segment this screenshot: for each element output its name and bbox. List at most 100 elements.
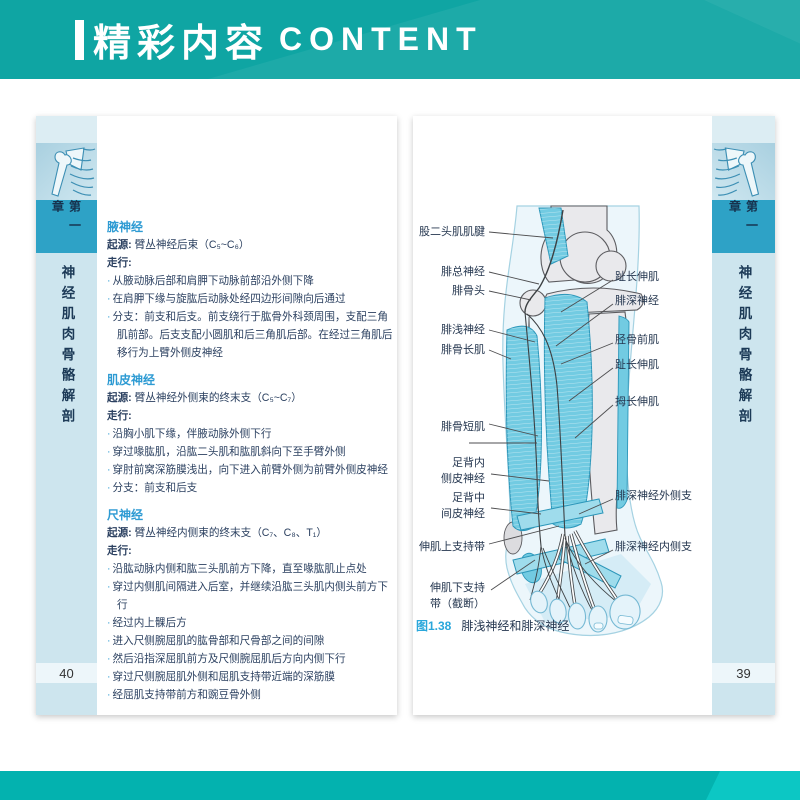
nerve-section: 尺神经起源: 臂丛神经内侧束的终末支（C₇、C₈、T₁）走行:·沿肱动脉内侧和肱… bbox=[107, 506, 393, 704]
bullet-item: ·穿肘前窝深筋膜浅出，向下进入前臂外侧为前臂外侧皮神经 bbox=[107, 461, 393, 479]
figure-label: 股二头肌肌腱 bbox=[419, 226, 485, 238]
chapter-tab: 第一章 bbox=[36, 200, 97, 253]
bullet-marker: · bbox=[107, 653, 111, 665]
footer-band bbox=[0, 771, 800, 800]
figure-label: 足背内 侧皮神经 bbox=[441, 457, 485, 485]
bullet-marker: · bbox=[107, 464, 111, 476]
nerve-section: 肌皮神经起源: 臂丛神经外侧束的终末支（C₅~C₇）走行:·沿胸小肌下缘，伴腋动… bbox=[107, 371, 393, 497]
bullet-text: 穿过内侧肌间隔进入后室，并继续沿肱三头肌内侧头前方下行 bbox=[112, 581, 388, 611]
banner-title-chinese: 精彩内容 bbox=[93, 23, 270, 65]
bullet-text: 分支：前支和后支。前支绕行于肱骨外科颈周围，支配三角肌前部。后支支配小圆肌和后三… bbox=[112, 311, 393, 359]
bullet-marker: · bbox=[107, 689, 111, 701]
bullet-text: 经屈肌支持带前方和豌豆骨外侧 bbox=[112, 689, 261, 701]
bullet-item: ·然后沿指深屈肌前方及尺侧腕屈肌后方向内侧下行 bbox=[107, 650, 393, 668]
bullet-item: ·分支：前支和后支 bbox=[107, 479, 393, 497]
bullet-text: 在肩胛下缘与旋肱后动脉处经四边形间隙向后通过 bbox=[112, 293, 346, 305]
bullet-item: ·沿肱动脉内侧和肱三头肌前方下降，直至喙肱肌止点处 bbox=[107, 560, 393, 578]
bullet-text: 沿胸小肌下缘，伴腋动脉外侧下行 bbox=[112, 428, 272, 440]
bullet-item: ·穿过喙肱肌，沿肱二头肌和肱肌斜向下至手臂外侧 bbox=[107, 443, 393, 461]
figure-label: 腓骨短肌 bbox=[441, 421, 485, 433]
origin-text: 臂丛神经后束（C₅~C₆） bbox=[134, 239, 250, 251]
origin-line: 起源: 臂丛神经后束（C₅~C₆） bbox=[107, 236, 393, 254]
figure-label: 腓骨头 bbox=[452, 285, 485, 297]
figure-label: 腓总神经 bbox=[441, 266, 485, 278]
chapter-number: 第一章 bbox=[727, 200, 759, 238]
origin-line: 起源: 臂丛神经内侧束的终末支（C₇、C₈、T₁） bbox=[107, 524, 393, 542]
origin-line: 起源: 臂丛神经外侧束的终末支（C₅~C₇） bbox=[107, 389, 393, 407]
footer-band-accent bbox=[706, 771, 800, 800]
bullet-item: ·在肩胛下缘与旋肱后动脉处经四边形间隙向后通过 bbox=[107, 290, 393, 308]
bullet-marker: · bbox=[107, 563, 111, 575]
skeleton-illustration bbox=[712, 143, 775, 200]
bullet-text: 进入尺侧腕屈肌的肱骨部和尺骨部之间的间隙 bbox=[112, 635, 325, 647]
figure-label: 足背中 间皮神经 bbox=[441, 492, 485, 520]
bullet-text: 穿肘前窝深筋膜浅出，向下进入前臂外侧为前臂外侧皮神经 bbox=[112, 464, 388, 476]
bullet-item: ·穿过尺侧腕屈肌外侧和屈肌支持带近端的深筋膜 bbox=[107, 668, 393, 686]
book-page-left: 第一章 神经肌肉骨骼解剖 40 腋神经起源: 臂丛神经后束（C₅~C₆） 走行: ·… bbox=[36, 116, 397, 715]
page-number-left: 40 bbox=[36, 663, 97, 683]
bullet-marker: · bbox=[107, 275, 111, 287]
course-label: 走行: bbox=[107, 410, 132, 422]
bullet-item: ·分支：前支和后支。前支绕行于肱骨外科颈周围，支配三角肌前部。后支支配小圆肌和后… bbox=[107, 308, 393, 362]
sections: 腋神经起源: 臂丛神经后束（C₅~C₆） 走行: ·从腋动脉后部和肩胛下动脉前部沿外… bbox=[107, 218, 393, 704]
bullet-text: 分支：前支和后支 bbox=[112, 482, 198, 494]
section-heading: 肌皮神经 bbox=[107, 373, 156, 387]
book-page-right: 股二头肌肌腱腓总神经腓骨头腓浅神经腓骨长肌腓骨短肌足背内 侧皮神经足背中 间皮神… bbox=[413, 116, 775, 715]
section-heading: 尺神经 bbox=[107, 508, 144, 522]
figure-caption-text: 腓浅神经和腓深神经 bbox=[461, 619, 570, 633]
course-bullets: ·沿胸小肌下缘，伴腋动脉外侧下行·穿过喙肱肌，沿肱二头肌和肱肌斜向下至手臂外侧·… bbox=[107, 425, 393, 497]
origin-text: 臂丛神经外侧束的终末支（C₅~C₇） bbox=[134, 392, 302, 404]
bullet-marker: · bbox=[107, 581, 111, 593]
figure-label: 伸肌下支持 带（截断） bbox=[430, 582, 485, 610]
course-bullets: ·沿肱动脉内侧和肱三头肌前方下降，直至喙肱肌止点处·穿过内侧肌间隔进入后室，并继… bbox=[107, 560, 393, 704]
nerve-section: 腋神经起源: 臂丛神经后束（C₅~C₆）走行:·从腋动脉后部和肩胛下动脉前部沿外… bbox=[107, 218, 393, 362]
course-line: 走行: bbox=[107, 542, 393, 560]
figure-number: 图1.38 bbox=[416, 619, 452, 633]
chapter-sidebar-left: 第一章 神经肌肉骨骼解剖 40 bbox=[36, 116, 97, 715]
figure-label: 伸肌上支持带 bbox=[419, 541, 485, 553]
bullet-text: 沿肱动脉内侧和肱三头肌前方下降，直至喙肱肌止点处 bbox=[112, 563, 367, 575]
page-number-right: 39 bbox=[712, 663, 775, 683]
bullet-text: 穿过尺侧腕屈肌外侧和屈肌支持带近端的深筋膜 bbox=[112, 671, 335, 683]
sidebar-top-band bbox=[712, 116, 775, 143]
figure-label: 拇长伸肌 bbox=[615, 396, 659, 408]
origin-label: 起源: bbox=[107, 527, 132, 539]
figure-label: 腓深神经外侧支 bbox=[615, 490, 692, 502]
origin-label: 起源: bbox=[107, 239, 132, 251]
bullet-marker: · bbox=[107, 293, 111, 305]
origin-text: 臂丛神经内侧束的终末支（C₇、C₈、T₁） bbox=[134, 527, 327, 539]
chapter-title-text: 神经肌肉骨骼解剖 bbox=[59, 265, 75, 429]
figure-label: 腓骨长肌 bbox=[441, 344, 485, 356]
bullet-text: 穿过喙肱肌，沿肱二头肌和肱肌斜向下至手臂外侧 bbox=[112, 446, 346, 458]
figure-label: 腓深神经 bbox=[615, 295, 659, 307]
origin-label: 起源: bbox=[107, 392, 132, 404]
figure-label: 趾长伸肌 bbox=[615, 359, 659, 371]
bullet-item: ·沿胸小肌下缘，伴腋动脉外侧下行 bbox=[107, 425, 393, 443]
section-heading: 腋神经 bbox=[107, 220, 144, 234]
bullet-marker: · bbox=[107, 671, 111, 683]
bullet-text: 经过内上髁后方 bbox=[112, 617, 187, 629]
bullet-item: ·穿过内侧肌间隔进入后室，并继续沿肱三头肌内侧头前方下行 bbox=[107, 578, 393, 614]
bullet-text: 然后沿指深屈肌前方及尺侧腕屈肌后方向内侧下行 bbox=[112, 653, 346, 665]
bullet-item: ·经过内上髁后方 bbox=[107, 614, 393, 632]
skeleton-illustration bbox=[36, 143, 97, 200]
figure-caption: 图1.38 腓浅神经和腓深神经 bbox=[416, 617, 569, 634]
chapter-tab: 第一章 bbox=[712, 200, 775, 253]
chapter-number: 第一章 bbox=[50, 200, 82, 238]
bullet-marker: · bbox=[107, 617, 111, 629]
course-label: 走行: bbox=[107, 545, 132, 557]
bullet-marker: · bbox=[107, 311, 111, 323]
bullet-marker: · bbox=[107, 446, 111, 458]
bullet-marker: · bbox=[107, 482, 111, 494]
course-line: 走行: bbox=[107, 407, 393, 425]
figure-label: 腓浅神经 bbox=[441, 324, 485, 336]
bullet-item: ·从腋动脉后部和肩胛下动脉前部沿外侧下降 bbox=[107, 272, 393, 290]
figure-label: 胫骨前肌 bbox=[615, 334, 659, 346]
chapter-sidebar-right: 第一章 神经肌肉骨骼解剖 39 bbox=[712, 116, 775, 715]
chapter-title-text: 神经肌肉骨骼解剖 bbox=[736, 265, 752, 429]
course-bullets: ·从腋动脉后部和肩胛下动脉前部沿外侧下降·在肩胛下缘与旋肱后动脉处经四边形间隙向… bbox=[107, 272, 393, 362]
title-accent-bar bbox=[75, 19, 84, 60]
figure-label: 腓深神经内侧支 bbox=[615, 541, 692, 553]
header-banner: 精彩内容 CONTENT bbox=[0, 0, 800, 79]
chapter-title-vertical: 神经肌肉骨骼解剖 bbox=[36, 253, 97, 553]
